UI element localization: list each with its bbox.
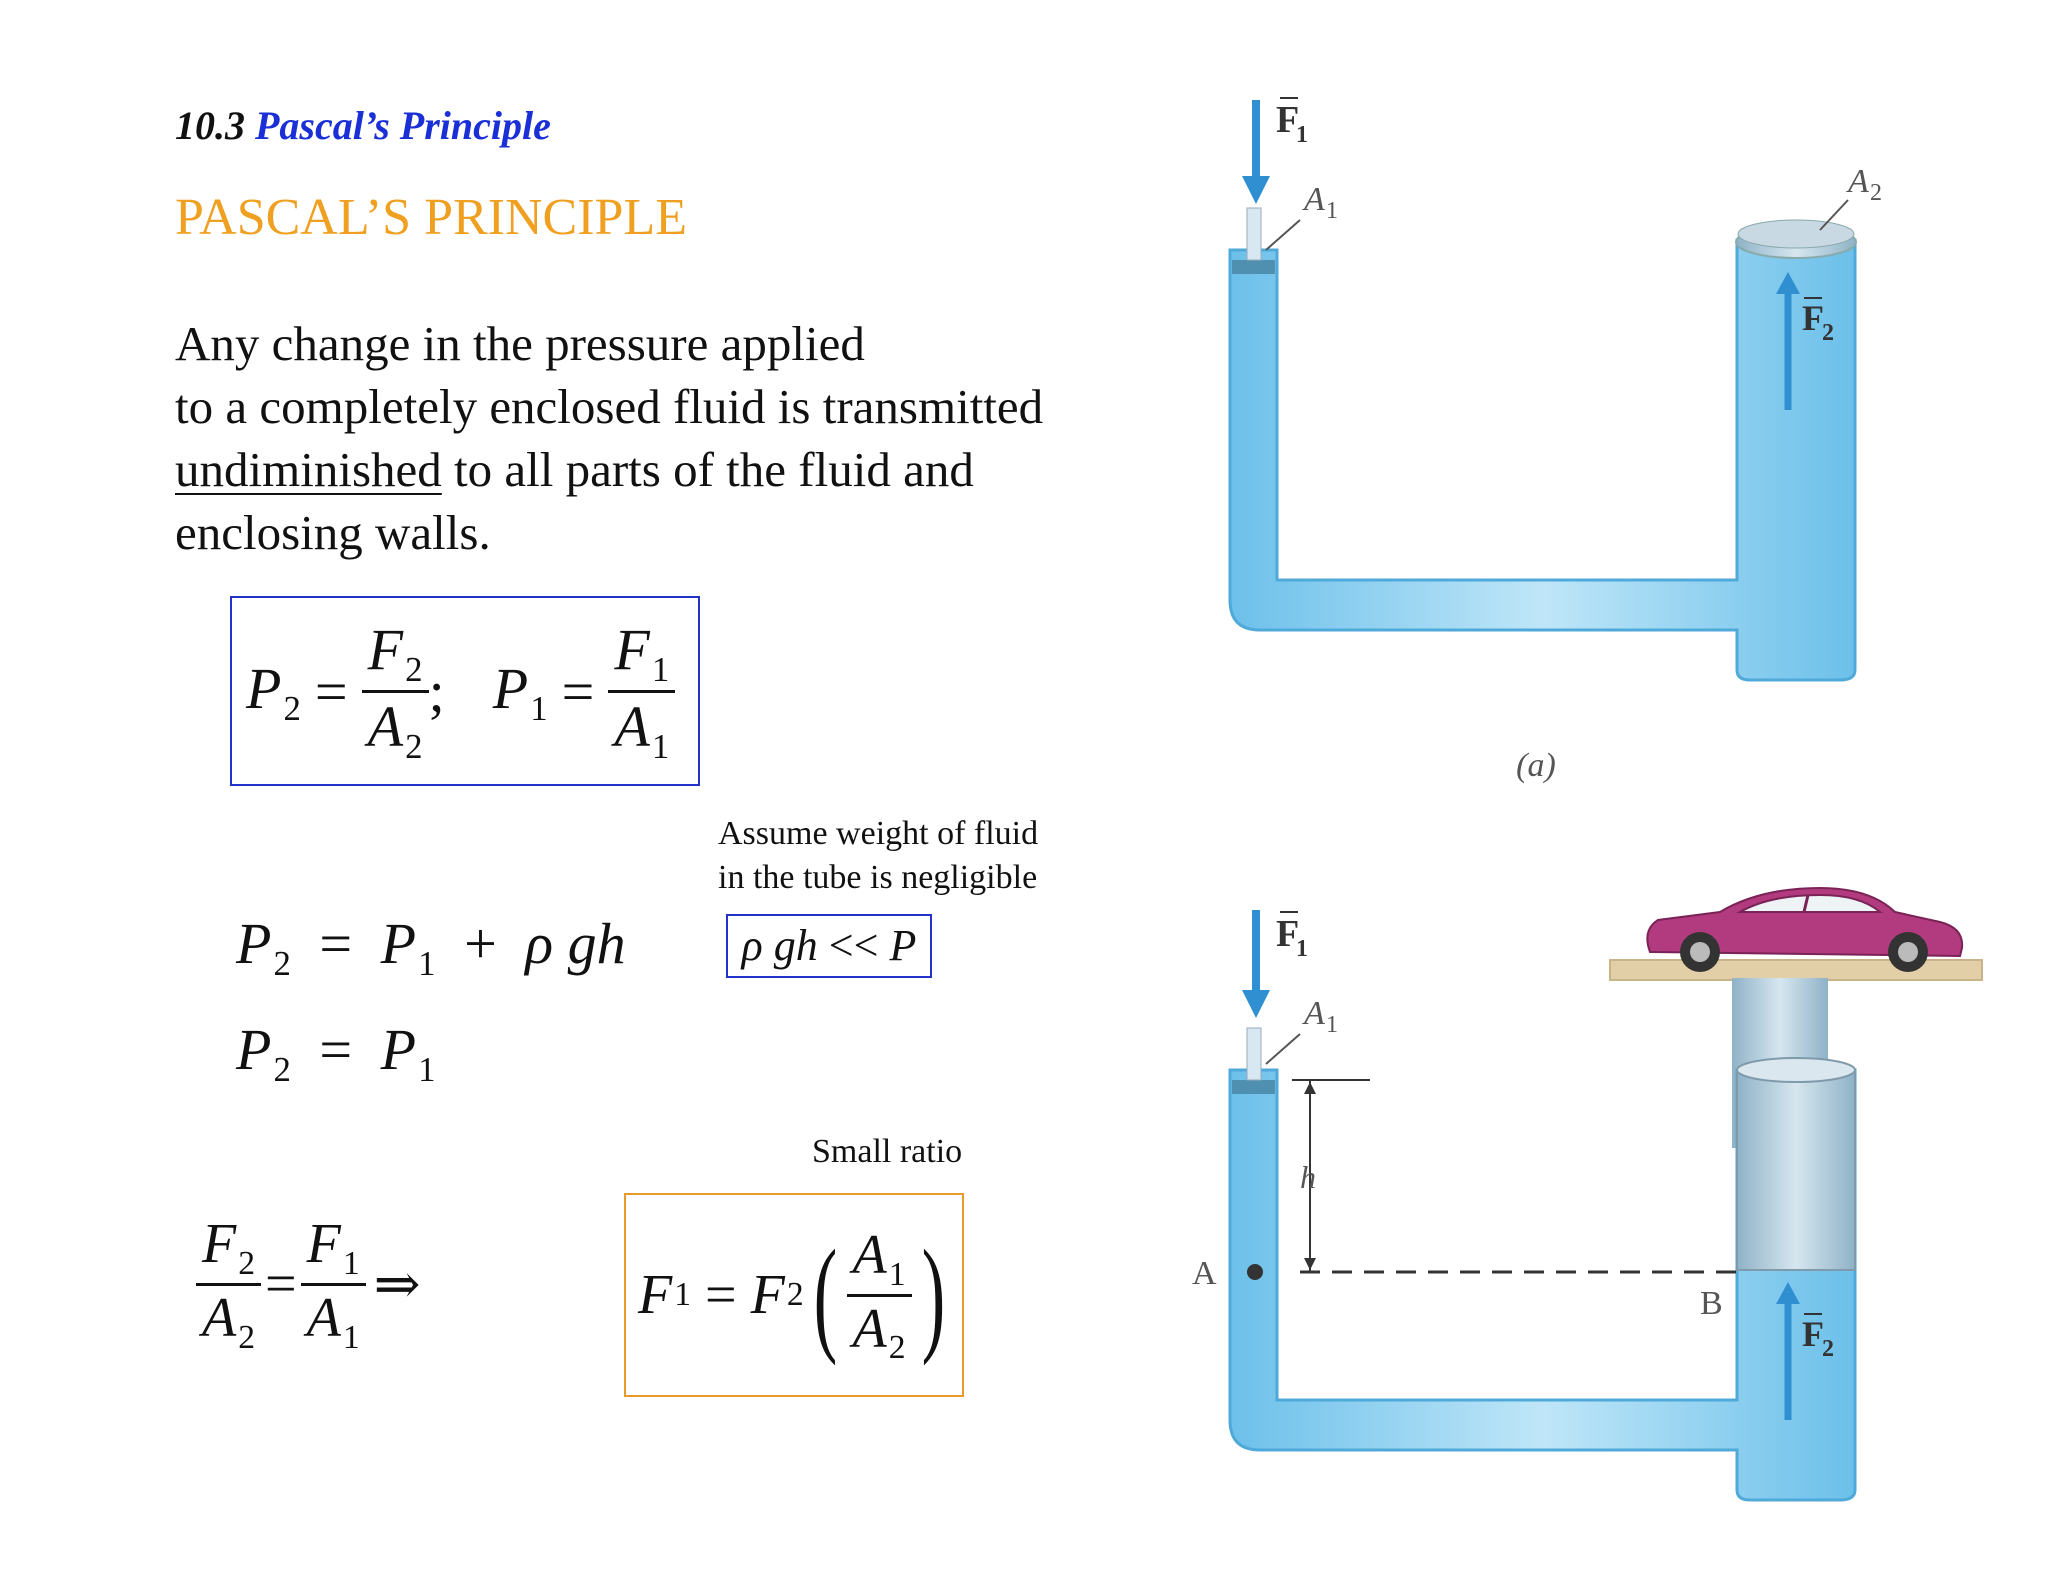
small-ratio-label: Small ratio: [812, 1133, 963, 1170]
svg-text:F: F: [1802, 298, 1824, 338]
force-arrow-f1-a: [1242, 176, 1270, 204]
small-piston-rod-a: [1246, 207, 1262, 261]
svg-text:1: 1: [1296, 122, 1308, 148]
principle-line-2: to a completely enclosed fluid is transm…: [175, 379, 1044, 434]
eq-p1: P1: [492, 655, 548, 728]
point-a: [1247, 1264, 1263, 1280]
figure-b: F 1 A 1 h A B F 2: [1192, 886, 1983, 1502]
small-piston-a: [1232, 260, 1275, 274]
svg-text:F: F: [1276, 913, 1299, 955]
svg-text:2: 2: [1822, 1336, 1834, 1362]
point-b-label: B: [1700, 1285, 1723, 1322]
pressure-definition-box: P2 = F2 A2 ; P1 = F1 A1: [230, 596, 700, 786]
section-number: 10.3: [175, 103, 245, 148]
equal-pressure-equation: P2 = P1: [236, 1017, 436, 1090]
svg-text:2: 2: [1870, 180, 1882, 206]
car-icon: [1646, 886, 1964, 972]
frac-f1-a1: F1 A1: [608, 616, 676, 767]
principle-statement: Any change in the pressure applied to a …: [175, 312, 1135, 564]
negligible-condition-box: ρ gh << P: [726, 914, 932, 978]
force-arrow-f1-b: [1242, 990, 1270, 1018]
svg-text:A: A: [1302, 995, 1325, 1032]
figure-a: F 1 A 1 F 2 A 2 (a): [1228, 97, 1882, 784]
svg-text:1: 1: [1326, 1012, 1338, 1038]
frac-f2-a2: F2 A2: [361, 616, 429, 767]
hydraulic-figures: F 1 A 1 F 2 A 2 (a): [1192, 97, 1983, 1502]
svg-text:A: A: [1302, 181, 1325, 218]
small-piston-b: [1232, 1080, 1275, 1094]
principle-line-4: enclosing walls.: [175, 505, 491, 560]
hydrostatic-equation: P2 = P1 + ρ gh: [236, 911, 626, 984]
force-ratio-equation: F2 A2 = F1 A1 ⇒: [196, 1212, 435, 1357]
svg-text:F: F: [1276, 99, 1299, 141]
point-a-label: A: [1192, 1255, 1217, 1292]
svg-text:2: 2: [1822, 320, 1834, 346]
figure-a-caption: (a): [1516, 747, 1556, 784]
svg-text:1: 1: [1326, 198, 1338, 224]
lift-platform: [1609, 959, 1983, 981]
svg-text:F: F: [1802, 1314, 1824, 1354]
force-arrow-f2-a: [1776, 272, 1800, 294]
underlined-word: undiminished: [175, 442, 442, 497]
principle-line-3: undiminished to all parts of the fluid a…: [175, 442, 974, 497]
svg-text:1: 1: [1296, 936, 1308, 962]
assumption-note: Assume weight of fluid in the tube is ne…: [718, 815, 1039, 896]
svg-text:A: A: [1846, 163, 1869, 200]
slide-heading: PASCAL’S PRINCIPLE: [175, 189, 688, 246]
small-piston-rod-b: [1246, 1027, 1262, 1081]
u-tube-a: [1228, 238, 1857, 682]
section-title: 10.3 Pascal’s Principle: [175, 102, 551, 149]
eq-p2: P2: [246, 655, 301, 728]
force-arrow-f2-b: [1776, 1282, 1800, 1304]
section-name: Pascal’s Principle: [255, 103, 551, 148]
height-label: h: [1300, 1159, 1316, 1195]
principle-line-1: Any change in the pressure applied: [175, 316, 865, 371]
